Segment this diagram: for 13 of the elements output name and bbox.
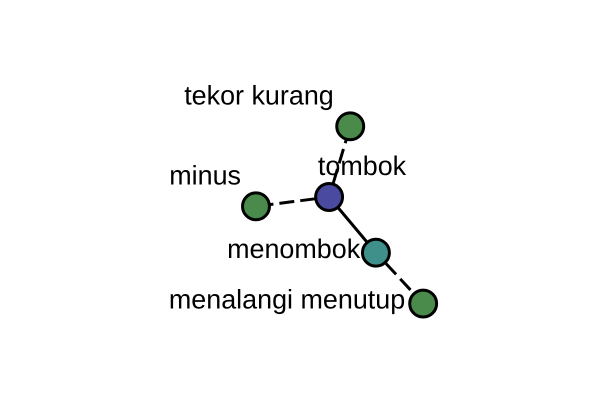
node-circle bbox=[314, 182, 344, 212]
node-circle bbox=[334, 111, 365, 142]
connector bbox=[269, 197, 315, 206]
node-circle bbox=[360, 238, 390, 268]
connector bbox=[336, 206, 368, 243]
connector bbox=[331, 140, 348, 184]
node-label: menombok bbox=[226, 234, 360, 264]
node-circle bbox=[240, 191, 270, 222]
node-label: minus bbox=[168, 160, 241, 191]
node-circle bbox=[408, 288, 438, 319]
node-label: tekor kurang bbox=[184, 80, 334, 111]
node-label: tombok bbox=[317, 151, 406, 182]
node-label: menalangi menutup bbox=[168, 284, 405, 315]
